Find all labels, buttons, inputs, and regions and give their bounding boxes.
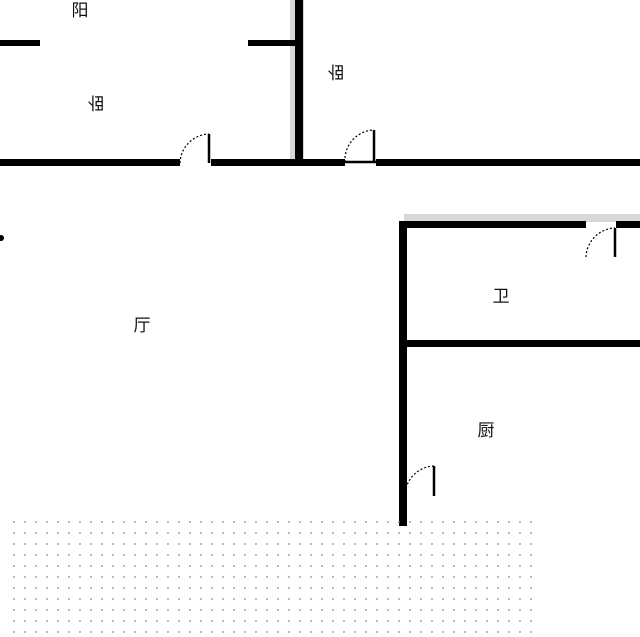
room-label-kitchen: 厨 — [478, 421, 495, 441]
edge-marker — [0, 235, 4, 241]
door-bedroom-left — [179, 133, 211, 164]
wall-bath-top-a — [399, 221, 586, 228]
wall-bedroom-bottom-a — [0, 159, 180, 166]
wall-balcony-right — [248, 40, 298, 46]
patio-dot-grid — [13, 521, 532, 633]
room-label-bedroom-left: 卧 — [88, 92, 105, 112]
wall-bath-kitchen — [399, 340, 640, 347]
wall-shade-bath — [404, 214, 640, 222]
room-label-balcony: 阳 — [72, 1, 89, 21]
wall-bath-left — [399, 221, 407, 526]
door-kitchen — [404, 465, 436, 497]
wall-bedroom-bottom-b — [211, 159, 345, 166]
room-label-bedroom-right: 卧 — [328, 61, 345, 81]
room-label-bathroom: 卫 — [493, 287, 510, 307]
wall-bedroom-bottom-c — [376, 159, 640, 166]
room-label-living-room: 厅 — [134, 316, 151, 336]
wall-bedroom-divider — [295, 0, 303, 166]
wall-bath-top-b — [616, 221, 640, 228]
wall-balcony-left — [0, 40, 40, 46]
door-bathroom — [585, 227, 617, 258]
door-bedroom-right — [344, 129, 378, 164]
